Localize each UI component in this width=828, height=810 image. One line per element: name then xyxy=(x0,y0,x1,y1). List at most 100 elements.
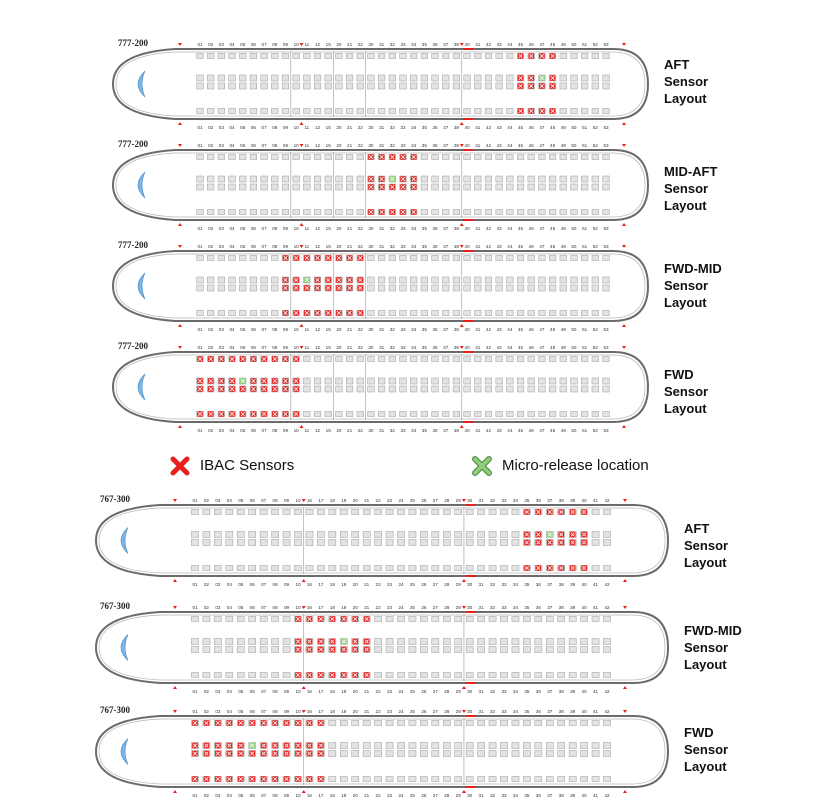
seat xyxy=(484,53,493,59)
sensor-marker xyxy=(357,277,364,283)
seat xyxy=(495,183,503,191)
seat xyxy=(591,154,599,160)
row-label: 31 xyxy=(479,793,485,798)
seat xyxy=(248,616,257,622)
seat xyxy=(249,276,257,284)
seat xyxy=(527,411,535,417)
exit-arrow xyxy=(461,579,466,582)
row-label: 33 xyxy=(501,582,507,587)
seat xyxy=(527,154,535,160)
seat xyxy=(538,154,546,160)
row-label: 26 xyxy=(421,709,427,714)
seat xyxy=(239,108,247,114)
seat xyxy=(580,672,588,678)
sensor-marker xyxy=(357,310,364,316)
row-label: 51 xyxy=(582,143,588,148)
row-label: 08 xyxy=(273,605,279,610)
exit-arrow xyxy=(461,710,466,713)
seat xyxy=(465,638,474,645)
seat xyxy=(356,53,364,59)
row-label: 12 xyxy=(315,143,321,148)
row-label: 04 xyxy=(227,498,233,503)
sensor-marker xyxy=(314,277,321,283)
seat xyxy=(484,310,493,316)
seat xyxy=(602,356,610,362)
seat xyxy=(236,646,245,653)
sensor-marker xyxy=(293,277,299,283)
sensor-marker xyxy=(293,255,299,261)
row-label: 19 xyxy=(341,498,347,503)
row-label: 15 xyxy=(326,244,332,249)
seat xyxy=(367,53,375,59)
seat xyxy=(248,672,257,678)
row-label: 47 xyxy=(539,125,545,130)
seat xyxy=(196,82,204,90)
seat xyxy=(484,183,493,191)
seat xyxy=(506,74,514,82)
seat xyxy=(591,750,600,757)
seat xyxy=(545,638,554,645)
seat xyxy=(367,385,375,393)
seat xyxy=(477,616,485,622)
row-label: 42 xyxy=(486,42,492,47)
seat xyxy=(557,776,566,782)
sensor-marker xyxy=(535,531,542,538)
seat xyxy=(351,720,360,726)
row-label: 36 xyxy=(432,428,438,433)
seat xyxy=(303,183,311,191)
row-label: 26 xyxy=(421,605,427,610)
row-label: 43 xyxy=(497,143,503,148)
row-label: 08 xyxy=(272,226,278,231)
seat xyxy=(420,742,428,749)
door-strip xyxy=(463,320,474,322)
exit-arrow xyxy=(178,245,182,248)
seat xyxy=(239,310,247,316)
seat xyxy=(335,175,343,183)
row-label: 04 xyxy=(229,125,235,130)
row-label: 28 xyxy=(444,498,450,503)
row-label: 32 xyxy=(390,42,396,47)
sensor-marker xyxy=(282,277,289,283)
row-label: 08 xyxy=(273,709,279,714)
row-label: 40 xyxy=(465,143,471,148)
seat xyxy=(431,74,439,82)
row-label: 16 xyxy=(307,582,313,587)
row-label: 42 xyxy=(486,226,492,231)
sensor-marker xyxy=(314,310,321,316)
sensor-marker xyxy=(207,356,214,362)
row-label: 36 xyxy=(432,244,438,249)
row-label: 42 xyxy=(486,125,492,130)
seat xyxy=(534,750,543,757)
row-label: 53 xyxy=(603,143,609,148)
seat xyxy=(549,310,557,316)
seat xyxy=(339,539,348,546)
row-label: 46 xyxy=(529,125,535,130)
seat xyxy=(465,742,474,749)
seat xyxy=(397,638,405,645)
seat xyxy=(328,539,337,546)
release-marker xyxy=(539,75,545,81)
seat xyxy=(271,509,279,515)
row-label: 38 xyxy=(559,793,565,798)
seat xyxy=(367,108,375,114)
sensor-marker xyxy=(229,386,235,392)
sensor-marker xyxy=(535,539,542,546)
cockpit-window xyxy=(137,171,146,199)
seat xyxy=(431,638,440,645)
seat xyxy=(207,175,215,183)
seat xyxy=(303,82,311,90)
seat xyxy=(385,672,394,678)
sensor-marker xyxy=(378,184,385,190)
seat xyxy=(385,742,394,749)
sensor-marker xyxy=(197,386,203,392)
row-label: 18 xyxy=(330,793,336,798)
sensor-marker xyxy=(282,285,289,291)
row-label: 05 xyxy=(238,582,244,587)
seat xyxy=(324,108,332,114)
seat xyxy=(603,672,611,678)
sensor-marker xyxy=(558,539,565,546)
seat xyxy=(294,565,302,571)
sensor-marker xyxy=(229,411,235,417)
row-label: 39 xyxy=(570,605,576,610)
seat xyxy=(324,82,332,90)
